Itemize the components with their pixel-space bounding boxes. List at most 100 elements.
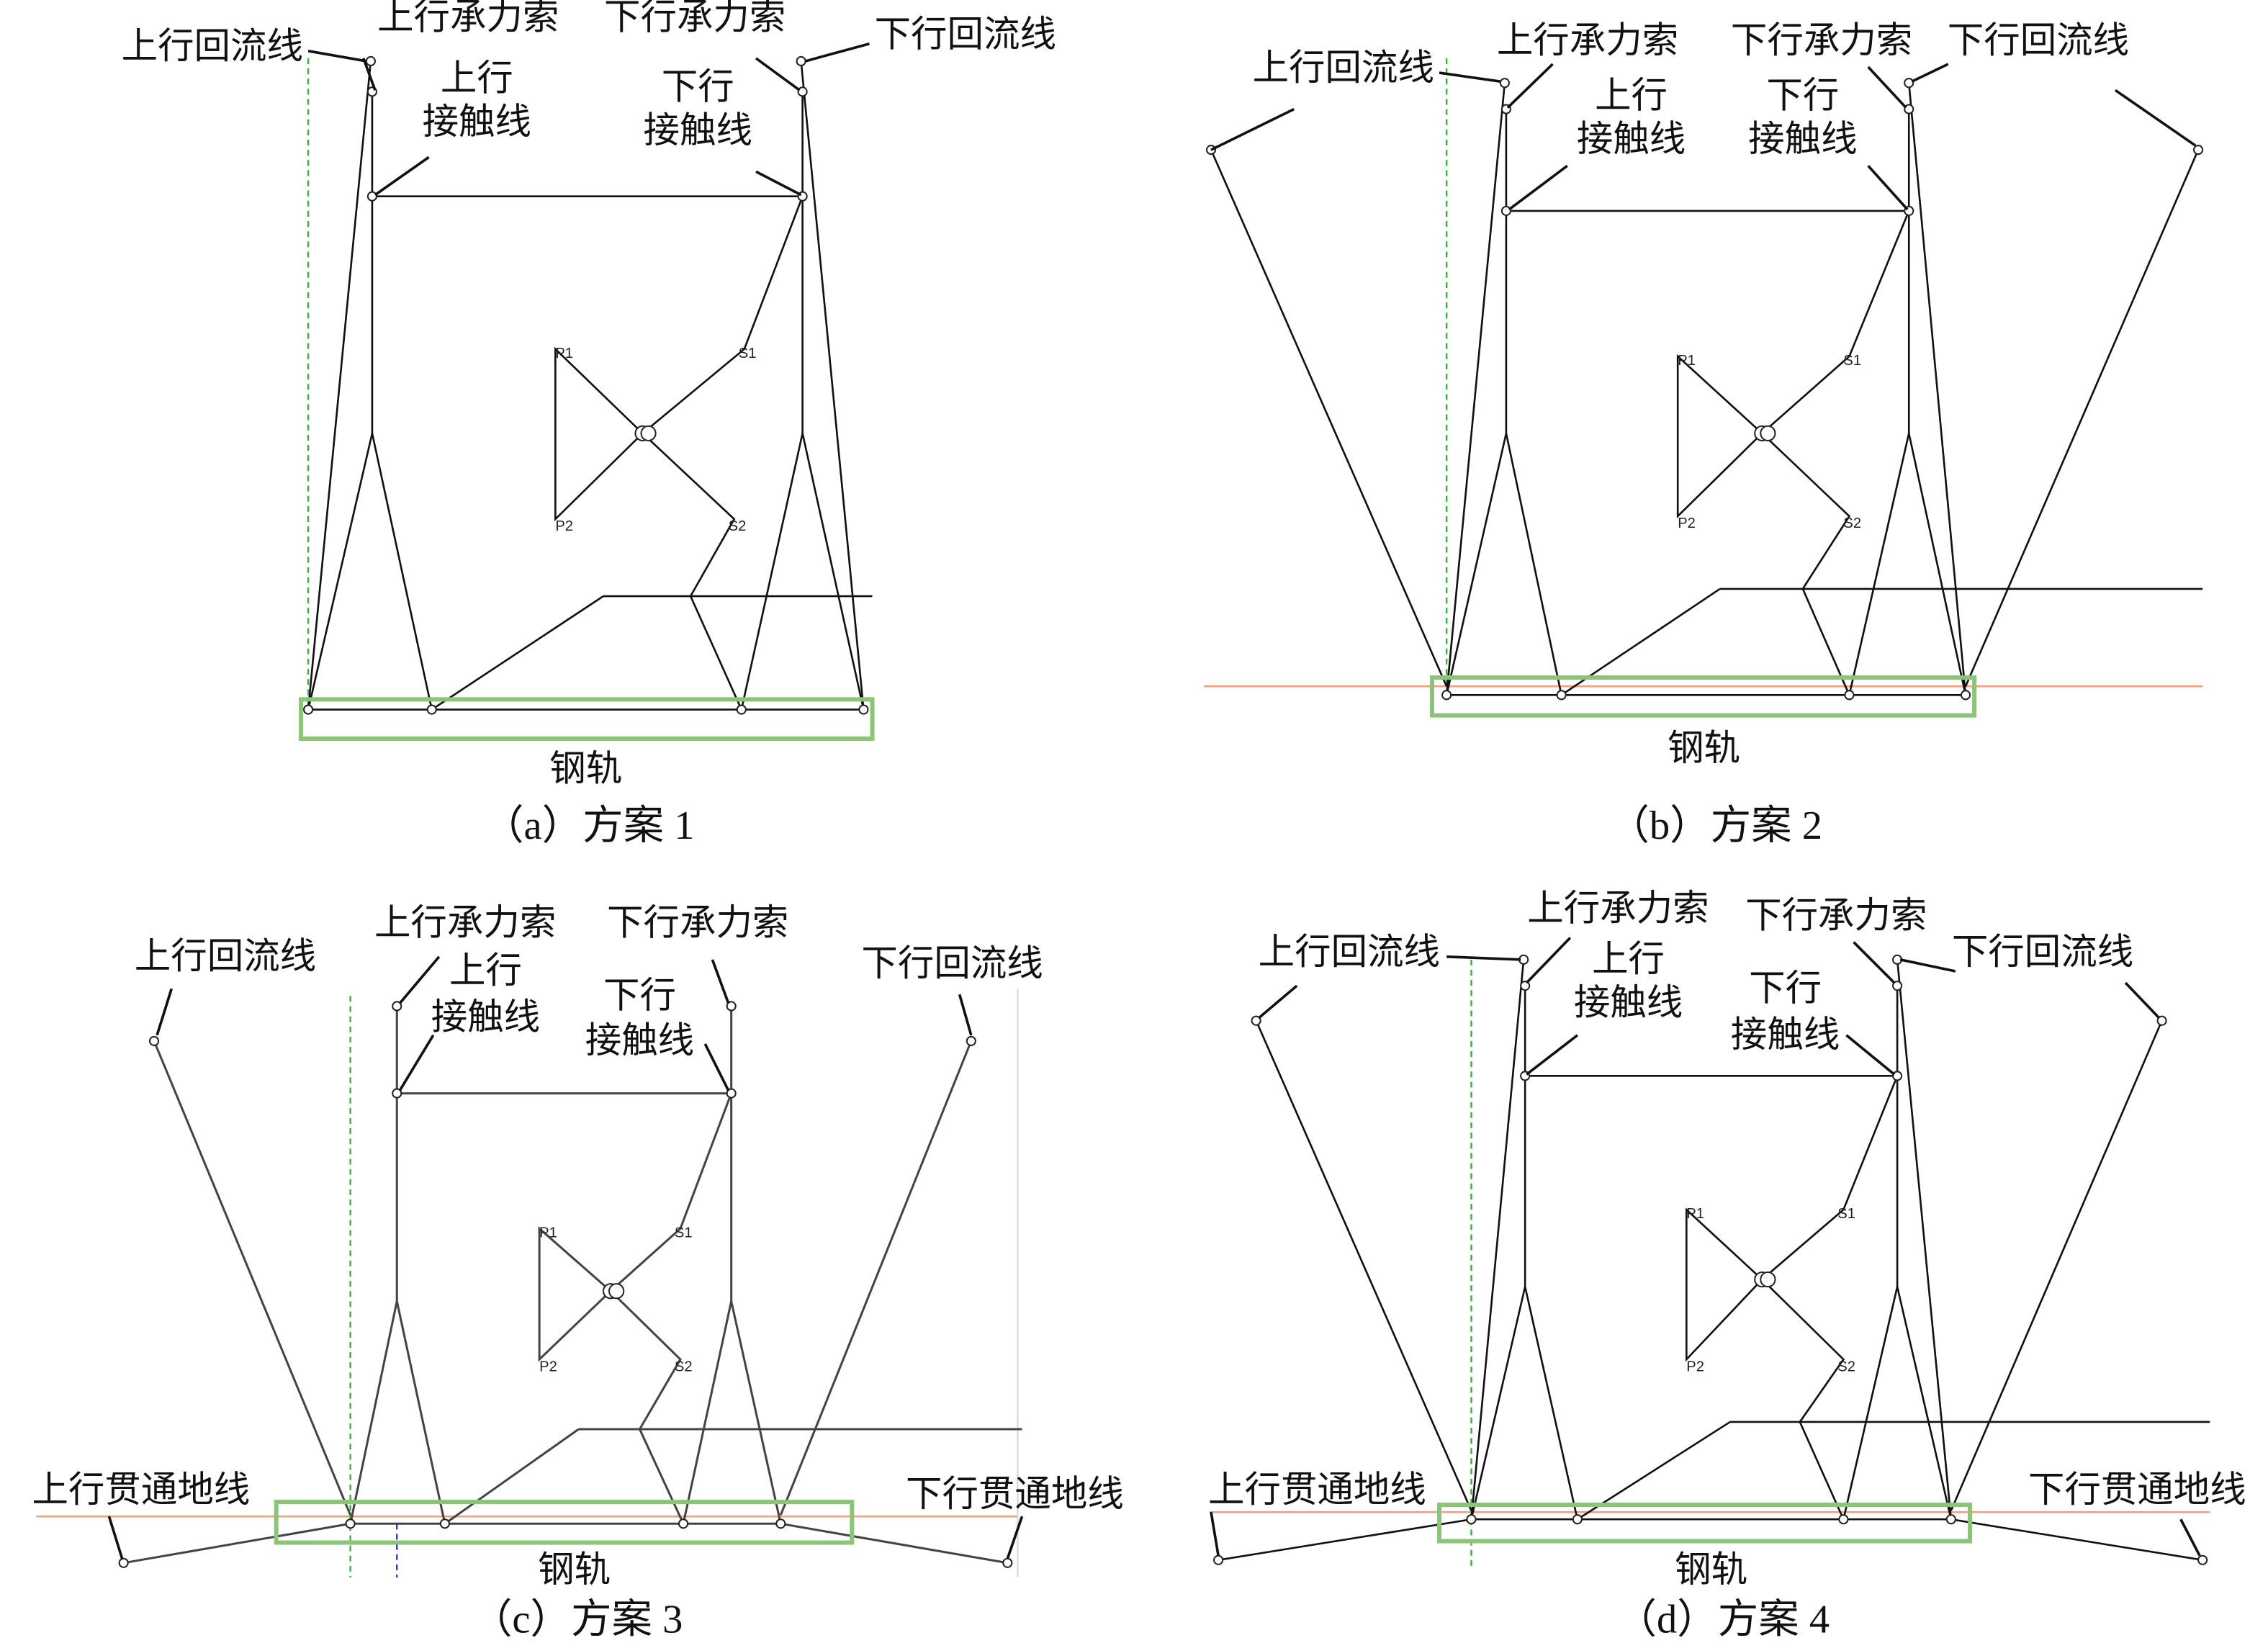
point-label-s2: S2 bbox=[1837, 1359, 1855, 1374]
node-point bbox=[392, 1088, 402, 1099]
point-label-s2: S2 bbox=[675, 1359, 693, 1374]
label-down-contact: 下行 bbox=[603, 975, 676, 1015]
node-point bbox=[1760, 425, 1776, 441]
down-return-wire bbox=[1950, 1020, 2163, 1511]
point-label-s2: S2 bbox=[1843, 516, 1861, 531]
leader-down-return bbox=[2114, 89, 2197, 147]
leader-down-return bbox=[2124, 981, 2160, 1019]
leader-down-contact bbox=[755, 170, 802, 197]
label-down-return: 下行回流线 bbox=[1952, 932, 2133, 972]
point-label-s2: S2 bbox=[729, 518, 747, 534]
up-pole-outer bbox=[307, 60, 372, 710]
label-up-contact: 上行 bbox=[1595, 76, 1668, 116]
label-up-messenger: 上行承力索 bbox=[374, 903, 556, 943]
panel-c: P1P2S1S2上行回流线上行承力索上行接触线下行承力索下行回流线下行接触线上行… bbox=[32, 903, 1123, 1642]
node-point bbox=[366, 191, 377, 202]
down-return-wire bbox=[779, 1040, 973, 1516]
down-pole-leg bbox=[682, 1301, 733, 1524]
node-point bbox=[858, 704, 869, 715]
leader-up-messenger bbox=[398, 955, 441, 1004]
node-point bbox=[1892, 981, 1903, 991]
label-up-return: 上行回流线 bbox=[135, 936, 316, 976]
node-point bbox=[1760, 1271, 1776, 1288]
rail-highlight-box bbox=[1429, 675, 1977, 718]
node-point bbox=[1251, 1015, 1261, 1026]
rail-highlight-box bbox=[298, 697, 875, 741]
node-point bbox=[2193, 145, 2204, 156]
label-down-contact: 接触线 bbox=[1731, 1014, 1840, 1055]
up-pole-leg bbox=[1505, 433, 1562, 696]
node-point bbox=[426, 704, 437, 715]
leader-down-messenger bbox=[755, 57, 801, 91]
label-up-return: 上行回流线 bbox=[122, 26, 303, 66]
node-point bbox=[1500, 205, 1511, 216]
up-ground-wire bbox=[1218, 1518, 1472, 1562]
label-down-contact: 下行 bbox=[662, 66, 734, 107]
label-up-messenger: 上行承力索 bbox=[377, 0, 559, 37]
leader-up-return bbox=[1210, 107, 1295, 151]
label-rail: 钢轨 bbox=[1675, 1549, 1747, 1590]
point-label-s1: S1 bbox=[1837, 1206, 1855, 1222]
node-point bbox=[1844, 690, 1855, 701]
feeder-transformer-connection bbox=[1676, 210, 1910, 696]
node-point bbox=[736, 704, 747, 715]
node-point bbox=[1945, 1514, 1956, 1525]
panel-caption: （a）方案 1 bbox=[483, 804, 695, 848]
leader-down-ground bbox=[1006, 1516, 1024, 1559]
panel-b: P1P2S1S2上行回流线上行承力索上行接触线下行承力索下行回流线下行接触线钢轨… bbox=[1203, 20, 2204, 848]
rail-highlight-box bbox=[274, 1499, 855, 1545]
node-point bbox=[1838, 1514, 1849, 1525]
panel-d: P1P2S1S2上行回流线上行承力索上行接触线下行承力索下行回流线下行接触线上行… bbox=[1208, 888, 2246, 1642]
point-label-s1: S1 bbox=[675, 1225, 693, 1241]
panel-caption: （c）方案 3 bbox=[472, 1598, 683, 1642]
leader-up-return bbox=[1258, 984, 1298, 1019]
down-pole-outer bbox=[1907, 83, 1967, 696]
feeder-transformer-connection bbox=[554, 196, 804, 711]
leader-down-messenger bbox=[711, 959, 730, 1004]
label-up-ground: 上行贯通地线 bbox=[1208, 1469, 1426, 1510]
node-point bbox=[303, 704, 314, 715]
node-point bbox=[1904, 78, 1914, 89]
label-up-contact: 接触线 bbox=[1574, 983, 1683, 1023]
label-down-return: 下行回流线 bbox=[1948, 20, 2129, 60]
label-up-contact: 接触线 bbox=[423, 102, 531, 142]
node-point bbox=[365, 55, 376, 67]
node-point bbox=[1556, 690, 1567, 701]
label-down-ground: 下行贯通地线 bbox=[2028, 1469, 2246, 1510]
leader-up-contact bbox=[1526, 1034, 1578, 1076]
label-down-ground: 下行贯通地线 bbox=[906, 1474, 1124, 1514]
down-ground-wire bbox=[1950, 1518, 2203, 1562]
up-return-wire bbox=[153, 1040, 352, 1516]
down-ground-wire bbox=[780, 1522, 1008, 1565]
label-up-contact: 上行 bbox=[441, 58, 513, 98]
down-pole-outer bbox=[800, 60, 865, 710]
node-point bbox=[392, 1001, 402, 1012]
down-pole-leg bbox=[1848, 433, 1910, 696]
leader-down-contact bbox=[1845, 1034, 1896, 1076]
point-label-p2: P2 bbox=[1678, 516, 1696, 531]
up-pole-outer bbox=[1445, 83, 1506, 696]
down-return-wire bbox=[1964, 149, 2200, 687]
label-down-contact: 下行 bbox=[1766, 76, 1839, 116]
label-down-contact: 接触线 bbox=[585, 1020, 694, 1061]
node-point bbox=[726, 1001, 737, 1012]
label-up-contact: 接触线 bbox=[431, 997, 540, 1037]
label-down-contact: 接触线 bbox=[644, 110, 752, 150]
node-point bbox=[678, 1518, 689, 1529]
rail-highlight-box bbox=[1437, 1503, 1973, 1544]
down-pole bbox=[730, 1006, 782, 1524]
leader-up-contact bbox=[398, 1034, 435, 1091]
point-label-s1: S1 bbox=[1843, 353, 1861, 369]
label-up-return: 上行回流线 bbox=[1253, 48, 1434, 88]
up-return-wire bbox=[1210, 149, 1448, 687]
label-up-contact: 上行 bbox=[449, 950, 522, 991]
node-point bbox=[726, 1088, 737, 1099]
label-up-messenger: 上行承力索 bbox=[1497, 20, 1678, 60]
up-return-wire bbox=[1255, 1020, 1472, 1511]
label-rail: 钢轨 bbox=[1668, 728, 1740, 768]
leader-up-return bbox=[1439, 71, 1501, 84]
leader-up-ground bbox=[107, 1516, 124, 1559]
point-label-p2: P2 bbox=[1686, 1359, 1704, 1374]
leader-down-return bbox=[805, 42, 870, 63]
leader-up-return bbox=[1446, 955, 1521, 961]
